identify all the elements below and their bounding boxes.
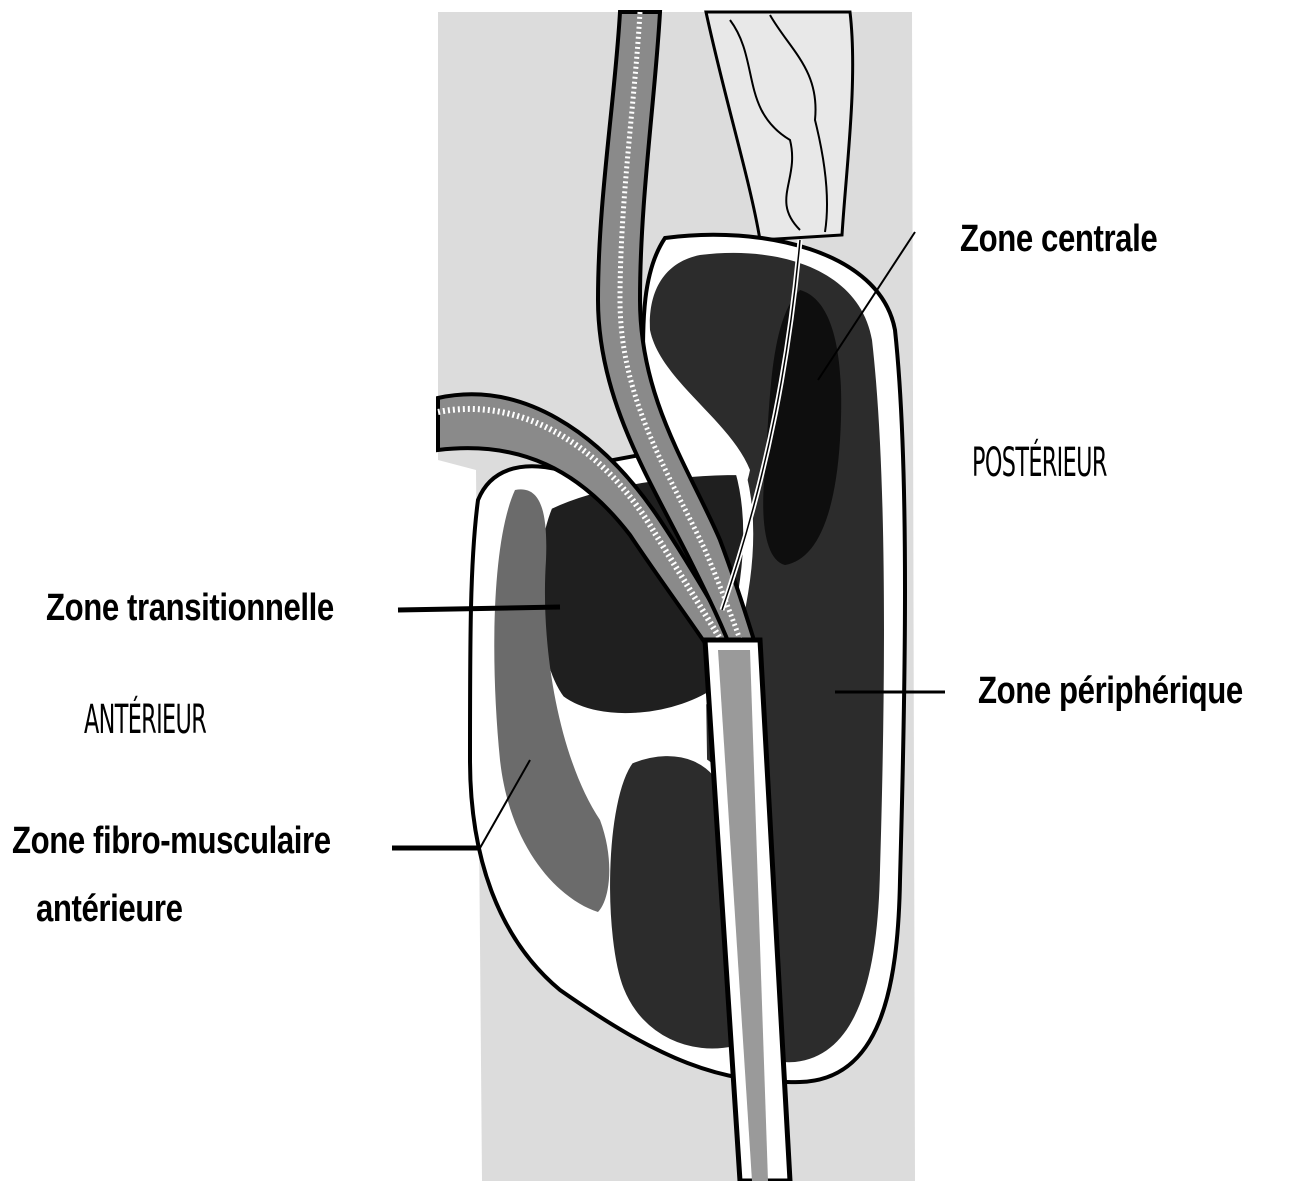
label-zone-peripherique: Zone périphérique: [978, 670, 1243, 713]
label-zone-transitionnelle: Zone transitionnelle: [46, 587, 334, 630]
label-zone-fibro-line1: Zone fibro-musculaire: [12, 820, 331, 863]
label-anterieur: ANTÉRIEUR: [84, 697, 206, 743]
label-posterieur: POSTÉRIEUR: [972, 440, 1107, 486]
leader-zone-transitionnelle: [398, 607, 560, 610]
label-zone-fibro-line2: antérieure: [36, 888, 183, 931]
label-zone-centrale: Zone centrale: [960, 218, 1157, 261]
